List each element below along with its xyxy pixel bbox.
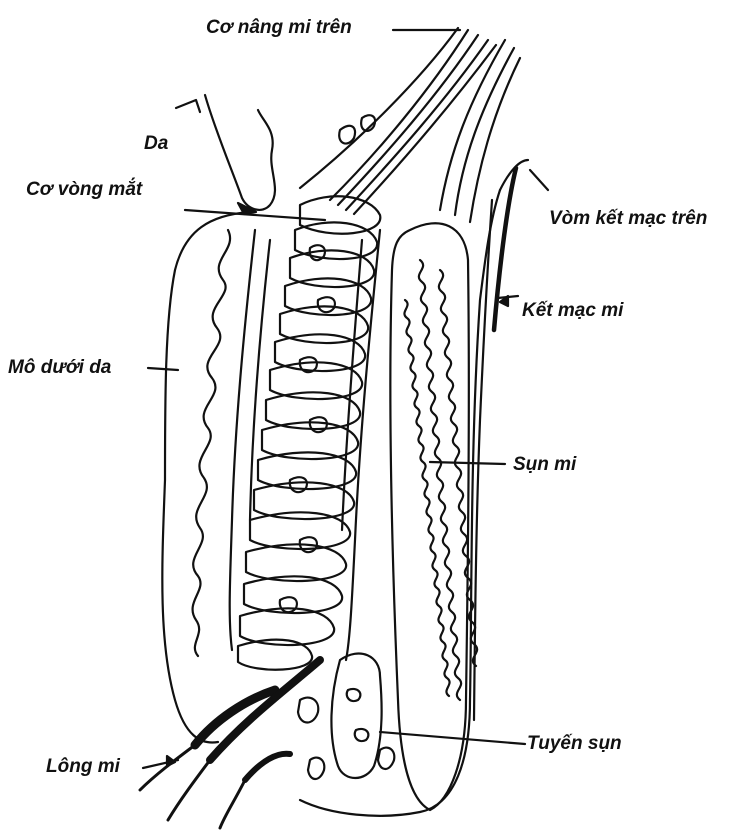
- label-meibomian: Tuyến sụn: [527, 734, 622, 753]
- label-eyelash: Lông mi: [46, 757, 120, 776]
- subcutaneous-wave: [193, 230, 231, 656]
- label-tarsus: Sụn mi: [513, 455, 576, 474]
- eyelash-group: [140, 660, 320, 828]
- label-skin: Da: [144, 134, 168, 153]
- label-subcutaneous: Mô dưới da: [8, 358, 111, 377]
- label-fornix: Vòm kết mạc trên: [549, 209, 707, 228]
- label-orbicularis: Cơ vòng mắt: [26, 180, 142, 199]
- label-conjunctiva: Kết mạc mi: [522, 301, 623, 320]
- label-levator: Cơ nâng mi trên: [206, 18, 352, 37]
- levator-muscle: [300, 28, 520, 222]
- skin-fold: [205, 95, 275, 210]
